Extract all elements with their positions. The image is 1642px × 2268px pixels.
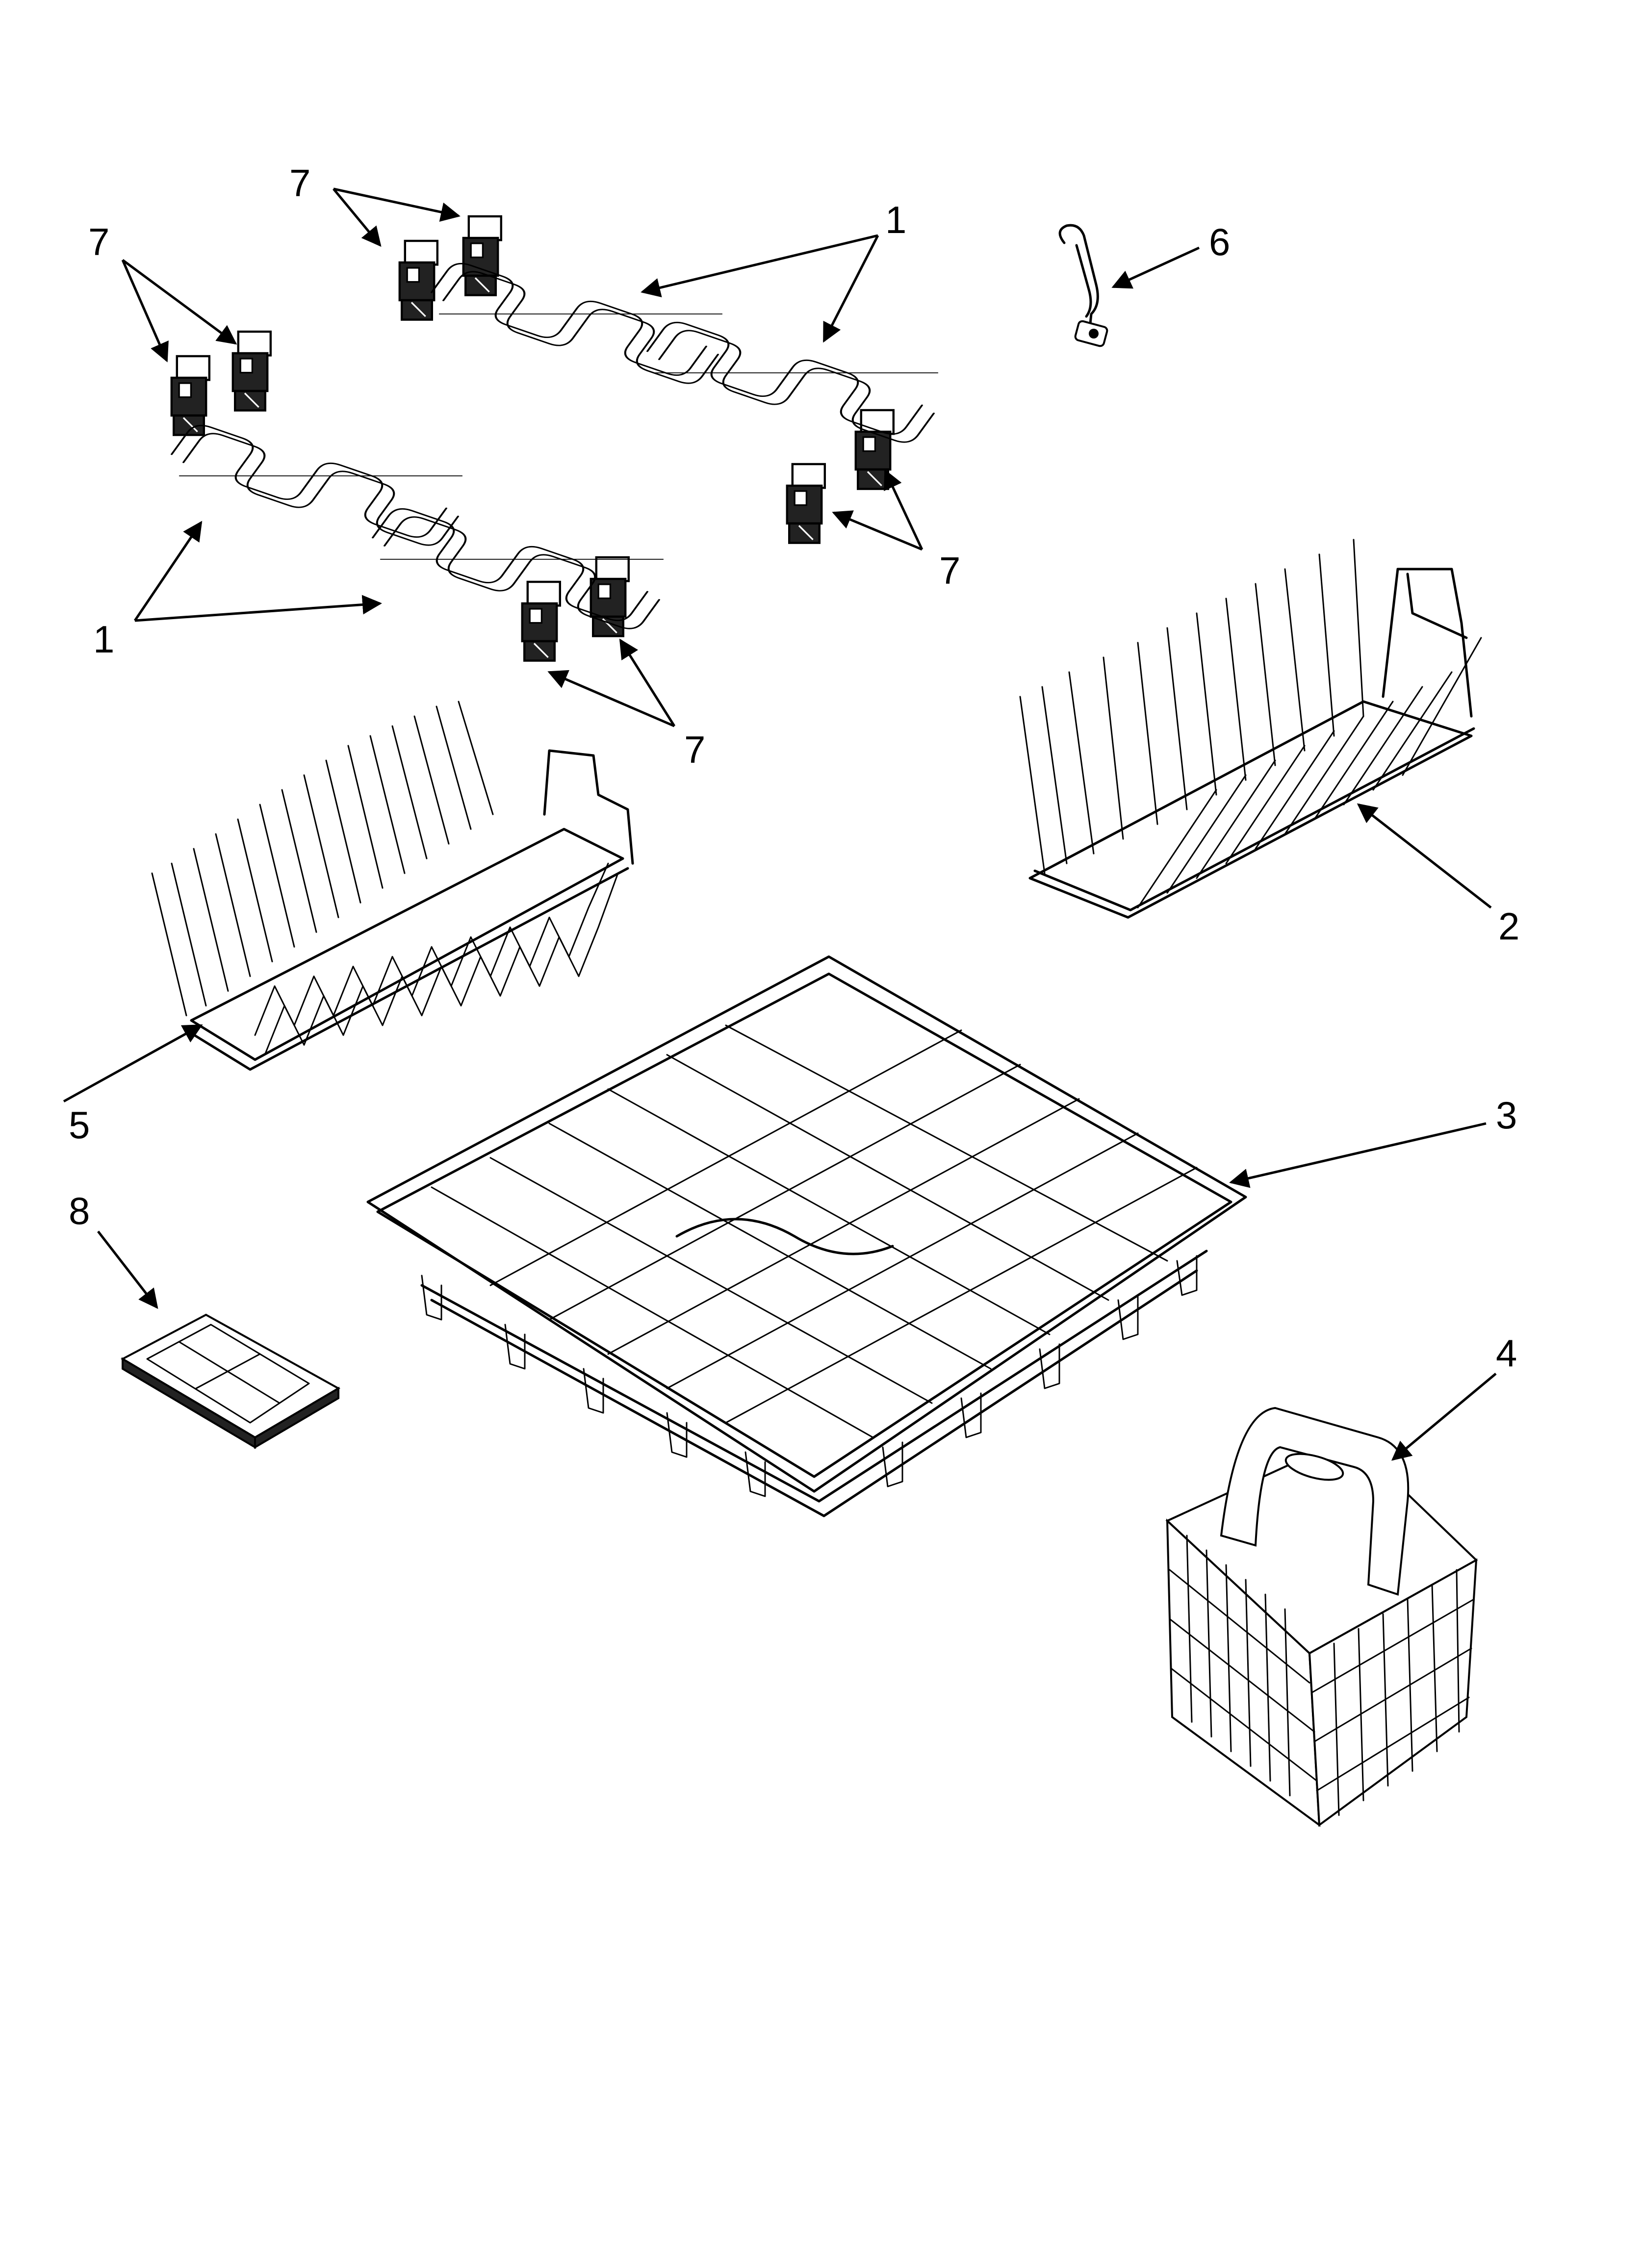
callout-labels: 7 7 1 6 7 1 7 2 5 3 8 4 <box>69 161 1519 1375</box>
rack-filter-part <box>120 1313 341 1449</box>
callout-1-top-right: 1 <box>885 198 906 241</box>
rack-loops-front-right <box>882 1255 1198 1487</box>
leader-lines <box>63 187 1497 1461</box>
cup-shelf-tines-left <box>172 425 462 545</box>
basket-grid-front <box>1311 1569 1475 1816</box>
rack-stop-part <box>1058 224 1108 347</box>
callout-2: 2 <box>1498 905 1519 948</box>
rack-grid-lines-a <box>431 1024 1168 1438</box>
callout-4: 4 <box>1496 1331 1517 1375</box>
callout-7-right: 7 <box>939 549 960 592</box>
callout-6: 6 <box>1209 220 1230 263</box>
rack-loops-front-left <box>421 1275 766 1497</box>
silverware-basket <box>1165 1407 1478 1827</box>
callout-3: 3 <box>1496 1094 1517 1137</box>
callout-7-center: 7 <box>684 728 705 771</box>
upper-dish-rack <box>366 955 1247 1517</box>
clip-pair-top-left <box>172 332 271 435</box>
fold-down-tine-row <box>1019 539 1482 919</box>
callout-7-top-center: 7 <box>289 161 310 205</box>
callout-7-top-left: 7 <box>88 220 109 263</box>
rack-grid-lines-b <box>489 1029 1198 1424</box>
tine-set-back <box>1019 539 1364 874</box>
callout-1-left: 1 <box>93 618 114 661</box>
basket-grid-side <box>1169 1535 1318 1797</box>
callout-5: 5 <box>69 1103 90 1147</box>
clip-pair-center <box>522 557 629 661</box>
dish-tine-rack <box>151 701 634 1071</box>
callout-8: 8 <box>69 1189 90 1232</box>
tine-set-back <box>151 701 494 1017</box>
tine-set-front <box>1137 637 1482 909</box>
